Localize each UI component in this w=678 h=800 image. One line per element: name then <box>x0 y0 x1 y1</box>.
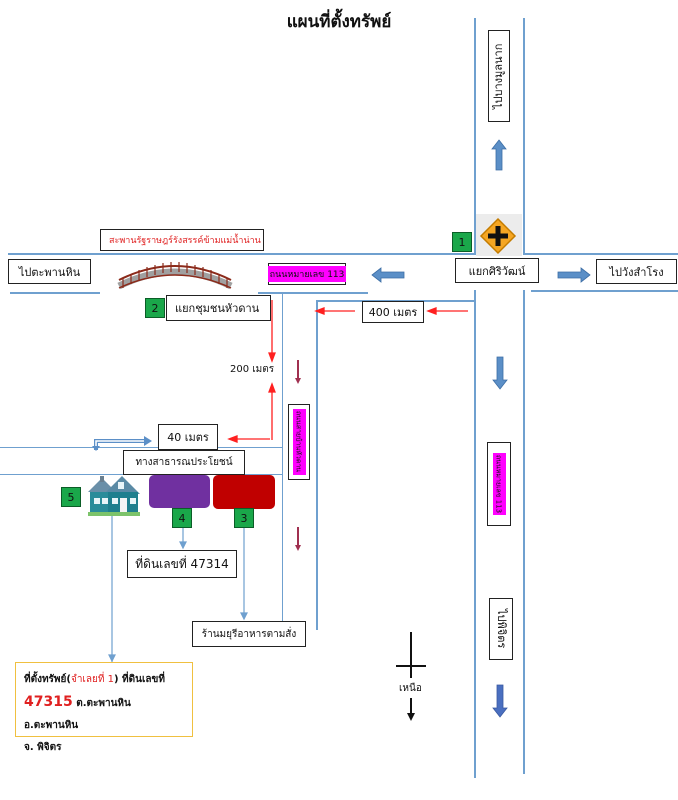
house-icon <box>88 476 140 516</box>
label-hua-dan-junction: แยกชุมชนหัวดาน <box>166 295 271 321</box>
leader-5-head <box>108 654 116 663</box>
crossroad-sign-icon <box>479 217 517 255</box>
marker-1: 1 <box>452 232 472 252</box>
label-highway-113-horizontal-text: ถนนหมายเลข 113 <box>267 266 347 282</box>
arrow-down-highway-1-icon <box>492 356 508 390</box>
route-arrowhead-up <box>268 382 276 393</box>
label-land-47314: ที่ดินเลขที่ 47314 <box>127 550 237 578</box>
highway-113-edge-right-upper <box>523 18 525 254</box>
property-note-prefix: ที่ตั้งทรัพย์( <box>24 674 71 685</box>
label-distance-200: 200 เมตร <box>230 364 275 375</box>
marker-5-text: 5 <box>67 490 75 504</box>
label-siriwat-junction: แยกศิริวัฒน์ <box>455 258 539 283</box>
label-to-phichit-text: ไปพิจิตร <box>495 609 508 649</box>
marker-3-text: 3 <box>240 511 248 525</box>
label-distance-40-text: 40 เมตร <box>167 431 209 444</box>
property-note-defendant: จำเลยที่ 1 <box>70 674 114 685</box>
local-road-edge-right <box>316 300 318 630</box>
highway-113-edge-right-lower <box>523 290 525 774</box>
arrow-down-local-1-icon <box>295 360 301 384</box>
label-hua-dan-junction-text: แยกชุมชนหัวดาน <box>175 302 260 315</box>
arrow-right-icon <box>557 267 591 283</box>
property-note-location: ต.ตะพานหิน อ.ตะพานหิน <box>24 698 131 731</box>
horizontal-road-bottom-edge-b <box>258 292 368 294</box>
marker-1-text: 1 <box>458 235 466 249</box>
leader-4-head <box>179 541 187 550</box>
local-road-edge-left <box>282 292 283 644</box>
label-to-taphan-hin: ไปตะพานหิน <box>8 259 91 284</box>
horizontal-road-bottom-edge-right <box>531 290 678 292</box>
label-land-47314-text: ที่ดินเลขที่ 47314 <box>135 556 229 571</box>
public-way-top-edge <box>0 447 283 448</box>
marker-4-text: 4 <box>178 511 186 525</box>
property-note-line3: จ. พิจิตร <box>24 742 62 753</box>
arrow-up-icon <box>491 139 507 171</box>
label-highway-113-vertical: ถนนหมายเลข 113 <box>487 442 511 526</box>
label-public-way-text: ทางสาธารณประโยชน์ <box>135 457 233 468</box>
label-to-wang-sam-rong: ไปวังสำโรง <box>596 259 677 284</box>
bridge-icon <box>117 262 233 290</box>
label-restaurant: ร้านมยุรีอาหารตามสั่ง <box>192 621 306 647</box>
label-public-way: ทางสาธารณประโยชน์ <box>123 450 245 475</box>
leader-3-head <box>240 612 248 621</box>
label-north: เหนือ <box>399 683 422 694</box>
map-title: แผนที่ตั้งทรัพย์ <box>286 12 392 32</box>
property-note-line1: ที่ตั้งทรัพย์(จำเลยที่ 1) ที่ดินเลขที่ <box>24 669 184 691</box>
highway-113-edge-left-upper <box>474 18 476 254</box>
bent-arrow-icon <box>92 436 152 451</box>
marker-5: 5 <box>61 487 81 507</box>
highway-113-edge-left-lower <box>474 290 476 778</box>
marker-4: 4 <box>172 508 192 528</box>
arrow-down-highway-2-icon <box>492 684 508 718</box>
route-arrowhead-400-left <box>314 307 325 315</box>
marker-2-text: 2 <box>151 301 159 315</box>
property-note: ที่ตั้งทรัพย์(จำเลยที่ 1) ที่ดินเลขที่ 4… <box>15 662 193 753</box>
marker-3: 3 <box>234 508 254 528</box>
label-to-taphan-hin-text: ไปตะพานหิน <box>18 265 81 279</box>
property-note-line2: 47315 ต.ตะพานหิน อ.ตะพานหิน <box>24 691 184 737</box>
label-local-road-vertical-text: ถนนสายบ้านหัวดาน <box>292 409 306 475</box>
label-bridge-name: สะพานรัฐราษฎร์รังสรรค์ข้ามแม่น้ำน่าน <box>100 229 264 251</box>
label-siriwat-junction-text: แยกศิริวัฒน์ <box>468 264 526 278</box>
plot-3-red <box>213 475 275 509</box>
marker-2: 2 <box>145 298 165 318</box>
label-local-road-vertical: ถนนสายบ้านหัวดาน <box>288 404 310 480</box>
horizontal-road-top-edge-right <box>523 253 678 255</box>
route-arrowhead-down <box>268 352 276 363</box>
horizontal-road-bottom-edge-a <box>10 292 100 294</box>
label-restaurant-text: ร้านมยุรีอาหารตามสั่ง <box>201 628 297 640</box>
north-compass-icon <box>396 632 426 721</box>
route-arrowhead-left-40 <box>227 435 238 443</box>
label-to-wang-sam-rong-text: ไปวังสำโรง <box>609 265 664 279</box>
property-note-land-number: 47315 <box>24 694 73 710</box>
label-distance-400-text: 400 เมตร <box>368 306 418 319</box>
property-note-suffix: ) ที่ดินเลขที่ <box>113 674 165 685</box>
label-highway-113-vertical-text: ถนนหมายเลข 113 <box>492 452 506 516</box>
route-arrowhead-400-right <box>426 307 437 315</box>
plot-4-purple <box>149 475 210 508</box>
label-bridge-name-text: สะพานรัฐราษฎร์รังสรรค์ข้ามแม่น้ำน่าน <box>109 236 261 246</box>
horizontal-road-top-edge <box>8 253 476 255</box>
label-highway-113-horizontal: ถนนหมายเลข 113 <box>267 263 347 285</box>
label-distance-400: 400 เมตร <box>362 301 424 323</box>
label-distance-40: 40 เมตร <box>158 424 218 450</box>
arrow-down-local-2-icon <box>295 527 301 551</box>
label-to-phichit: ไปพิจิตร <box>489 598 513 660</box>
arrow-left-icon <box>371 267 405 283</box>
